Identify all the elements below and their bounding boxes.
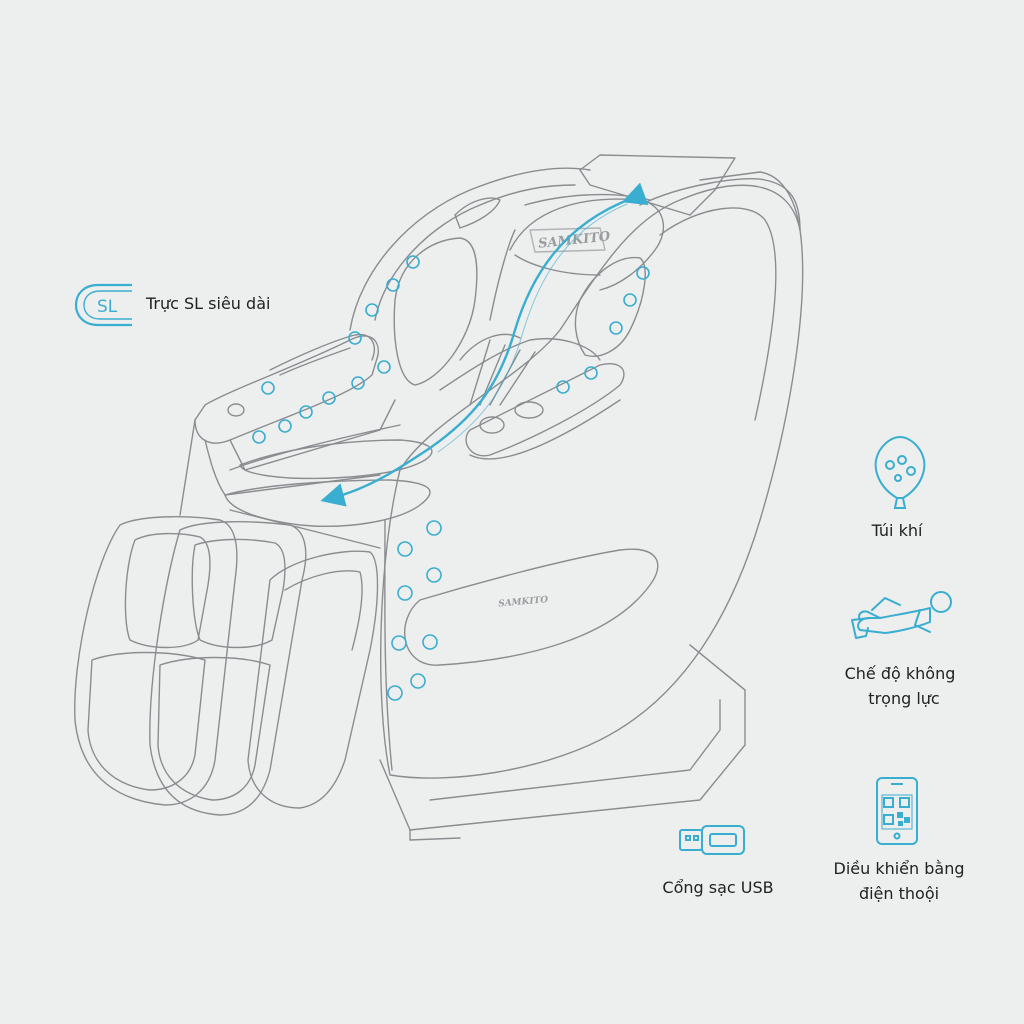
chair-seat xyxy=(224,439,433,549)
sl-track-icon xyxy=(74,283,132,327)
chair-right-shell xyxy=(380,171,804,779)
zero-gravity-label-line2: trọng lực xyxy=(868,689,940,708)
airbag-label: Túi khí xyxy=(871,521,923,540)
chair-left-armrest xyxy=(179,333,401,516)
zero-gravity-icon xyxy=(851,591,952,639)
usb-label: Cổng sạc USB xyxy=(662,878,774,897)
chair-base xyxy=(379,644,746,841)
zero-gravity-label-line1: Chế độ không xyxy=(844,664,956,683)
chair-right-armrest xyxy=(465,363,625,460)
phone-control-label-line1: Diều khiển bằng xyxy=(833,859,965,878)
chair-backrest xyxy=(349,154,736,406)
airbag-icon xyxy=(874,435,926,509)
side-brand-logo: SAMKITO xyxy=(498,595,549,609)
phone-qr-icon xyxy=(876,777,918,845)
sl-track-label: Trực SL siêu dài xyxy=(146,294,271,313)
phone-control-label-line2: điện thoội xyxy=(858,884,940,903)
usb-icon xyxy=(679,825,745,855)
chair-leg-rest xyxy=(74,516,379,816)
sl-badge-text: SL xyxy=(97,297,118,317)
massage-chair-drawing xyxy=(74,154,804,841)
sl-track-path xyxy=(320,182,649,507)
